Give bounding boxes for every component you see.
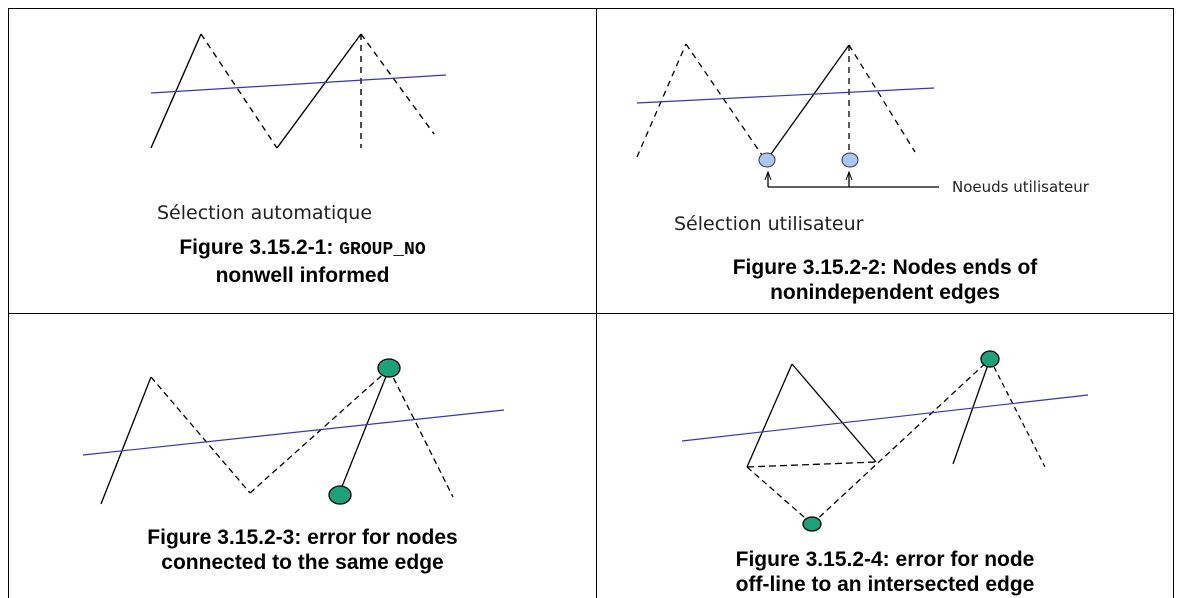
figure-4-caption-line1: Figure 3.15.2-4: error for node [735,548,1035,571]
figure-cell-2: Noeuds utilisateur Sélection utilisateur… [597,9,1173,313]
figure-3-caption-line2: connected to the same edge [161,551,444,574]
figure-2-caption-line2: nonindependent edges [770,281,1000,304]
figure-1-caption-rest: nonwell informed [215,264,390,287]
figure-3-caption: Figure 3.15.2-3: error for nodes connect… [9,525,596,575]
green-node-bottom [802,516,822,532]
figure-4-diagram [681,350,1089,532]
figure-1-caption: Figure 3.15.2-1: GROUP_NO nonwell inform… [9,235,596,288]
figure-2-annotation: Noeuds utilisateur [952,178,1089,196]
user-node-2 [841,152,859,168]
figure-1-caption-prefix: Figure 3.15.2-1: [179,236,340,259]
figure-2-caption: Figure 3.15.2-2: Nodes ends of nonindepe… [597,255,1173,305]
figure-1-diagram [150,33,447,149]
figure-1-inner-label: Sélection automatique [157,202,373,224]
green-node-bottom [328,485,352,505]
table-border-middle [596,8,597,598]
figure-3-diagram [82,358,505,505]
figure-3-caption-line1: Figure 3.15.2-3: error for nodes [147,526,458,549]
figure-1-caption-code: GROUP_NO [339,240,426,260]
green-node-top [377,358,401,378]
table-border-right [1173,8,1174,598]
figure-2-diagram [636,43,939,188]
figure-4-caption: Figure 3.15.2-4: error for node off-line… [597,547,1173,597]
green-node-top [980,350,1000,368]
figure-4-caption-line2: off-line to an intersected edge [735,573,1035,596]
figure-table: Sélection automatique Figure 3.15.2-1: G… [8,8,1174,598]
table-border-top [8,8,1174,9]
figure-2-inner-label: Sélection utilisateur [674,213,864,235]
figure-cell-3: Figure 3.15.2-3: error for nodes connect… [9,314,596,598]
figure-cell-4: Figure 3.15.2-4: error for node off-line… [597,314,1173,598]
figure-cell-1: Sélection automatique Figure 3.15.2-1: G… [9,9,596,313]
figure-2-caption-line1: Figure 3.15.2-2: Nodes ends of [732,256,1038,279]
table-border-left [8,8,9,598]
table-border-row [8,313,1174,314]
user-node-1 [758,152,776,168]
